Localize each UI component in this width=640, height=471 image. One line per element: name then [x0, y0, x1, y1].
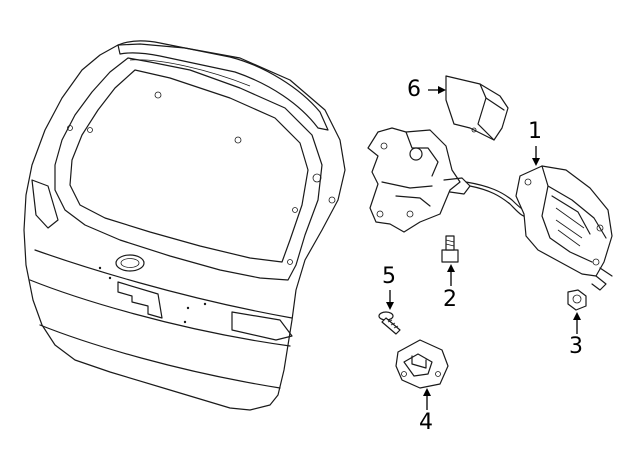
- part-3-nut: [567, 289, 587, 311]
- callout-6: 6: [407, 77, 421, 102]
- tailgate-panel: [23, 40, 346, 411]
- callout-3: 3: [569, 334, 583, 359]
- part-2-bolt: [441, 235, 459, 263]
- callout-5: 5: [382, 264, 396, 289]
- latch-assembly: [367, 127, 471, 233]
- callout-4: 4: [419, 410, 433, 435]
- callout-arrows: [386, 86, 581, 410]
- callout-1: 1: [528, 119, 542, 144]
- callout-2: 2: [443, 287, 457, 312]
- part-5-screw: [378, 311, 401, 335]
- part-4-striker: [395, 339, 449, 389]
- part-1-actuator: [515, 165, 613, 291]
- part-6-module: [445, 75, 509, 141]
